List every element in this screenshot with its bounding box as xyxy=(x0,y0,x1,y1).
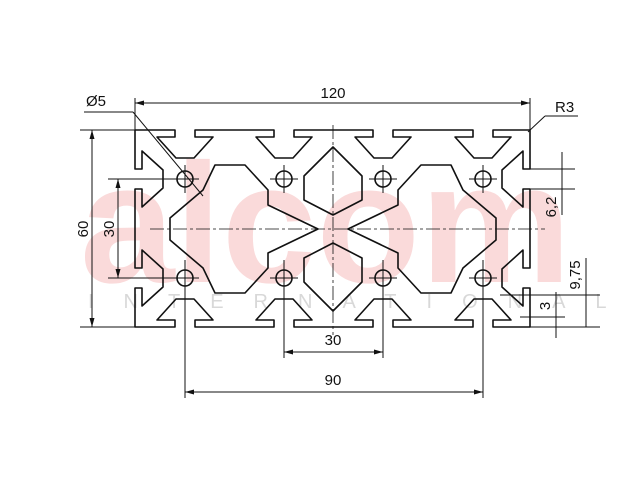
dim-width: 120 xyxy=(134,85,531,130)
dim-inner-height: 30 xyxy=(101,178,185,279)
watermark-sub: INTERNATIONAL xyxy=(88,291,637,313)
dim-slot-width: 6,2 xyxy=(530,152,575,217)
svg-text:120: 120 xyxy=(320,85,345,102)
svg-text:90: 90 xyxy=(325,372,342,389)
cavity-0 xyxy=(303,146,363,216)
svg-text:30: 30 xyxy=(101,221,118,238)
dim-lip: 3 xyxy=(520,292,565,338)
svg-text:30: 30 xyxy=(325,332,342,349)
svg-text:R3: R3 xyxy=(555,99,574,116)
cavity-2 xyxy=(169,164,319,294)
dim-hole-diameter: Ø5 xyxy=(84,93,204,197)
dim-height: 60 xyxy=(75,129,140,328)
dim-corner-radius: R3 xyxy=(527,99,578,133)
cavity-3 xyxy=(347,164,497,294)
svg-text:60: 60 xyxy=(75,221,92,238)
dim-slot-depth: 9,75 xyxy=(500,258,600,328)
dim-hole-spacing: 90 xyxy=(184,260,484,398)
svg-text:3: 3 xyxy=(537,302,554,310)
svg-text:6,2: 6,2 xyxy=(543,197,560,218)
svg-text:9,75: 9,75 xyxy=(567,260,584,289)
dim-inner-spacing: 30 xyxy=(283,260,384,358)
svg-text:Ø5: Ø5 xyxy=(86,93,106,110)
